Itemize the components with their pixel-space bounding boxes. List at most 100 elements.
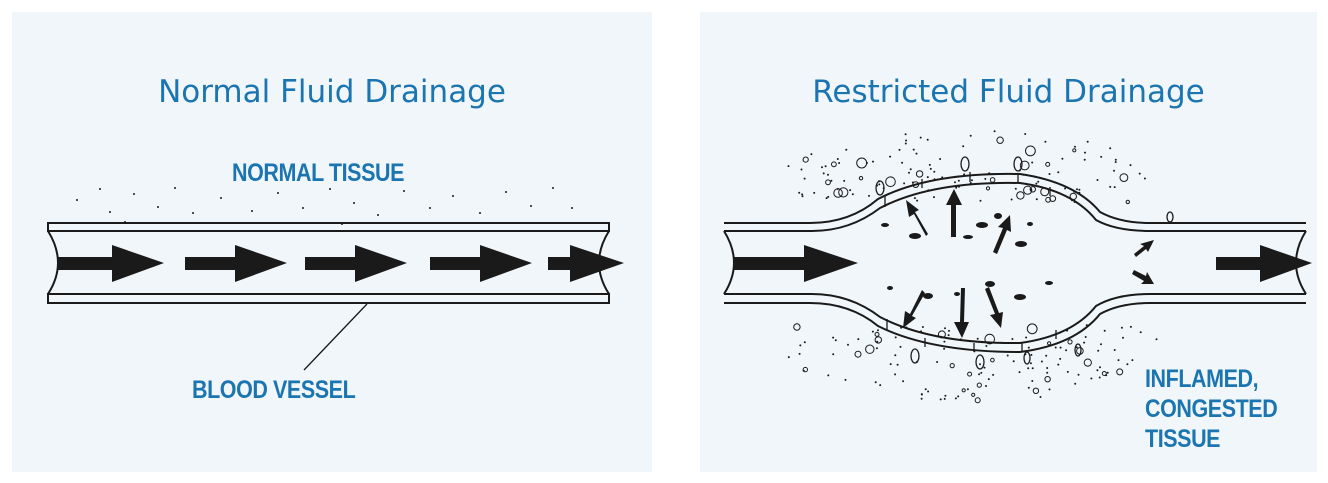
tissue-speck	[984, 178, 986, 180]
tissue-speck	[894, 354, 896, 356]
tissue-speck	[899, 149, 901, 151]
tissue-speck	[1099, 366, 1101, 368]
tissue-speck	[804, 341, 806, 343]
tissue-speck	[1076, 188, 1078, 190]
tissue-speck	[1057, 171, 1059, 173]
fluid-bubble	[875, 337, 881, 343]
tissue-speck	[920, 137, 922, 139]
tissue-speck	[1096, 369, 1098, 371]
tissue-speck	[962, 145, 964, 147]
tissue-speck	[895, 336, 897, 338]
normal-flow-arrows	[58, 245, 624, 282]
tissue-speck	[980, 200, 982, 202]
tissue-speck	[1049, 173, 1051, 175]
tissue-speck	[958, 180, 960, 182]
tissue-speck	[921, 394, 923, 396]
fluid-bubble	[997, 137, 1003, 143]
tissue-speck	[1118, 359, 1120, 361]
tissue-speck	[1028, 387, 1030, 389]
tissue-speck	[799, 353, 801, 355]
tissue-speck	[943, 348, 945, 350]
tissue-speck	[801, 193, 803, 195]
tissue-speck	[813, 192, 815, 194]
fluid-bubble	[972, 393, 975, 396]
tissue-speck	[894, 373, 896, 375]
tissue-speck	[922, 326, 924, 328]
fluid-bubble	[1033, 388, 1038, 393]
fluid-bubble	[916, 171, 922, 177]
tissue-speck	[1130, 326, 1132, 328]
tissue-speck	[1097, 350, 1099, 352]
fluid-bubble	[1027, 324, 1037, 334]
tissue-speck	[1061, 158, 1063, 160]
tissue-speck	[1083, 342, 1085, 344]
restricted-vessel-diagram	[700, 12, 1317, 472]
tissue-speck	[1156, 338, 1158, 340]
tissue-speck	[936, 361, 938, 363]
fluid-bubble	[794, 324, 800, 330]
tissue-speck	[905, 143, 907, 145]
tissue-speck	[910, 168, 912, 170]
fluid-bubble	[990, 178, 995, 183]
tissue-speck	[948, 334, 950, 336]
tissue-speck	[1114, 186, 1116, 188]
tissue-speck	[943, 341, 945, 343]
tissue-speck	[992, 374, 994, 376]
tissue-speck	[939, 158, 941, 160]
tissue-speck	[788, 356, 790, 358]
tissue-speck	[835, 339, 837, 341]
tissue-speck	[897, 364, 899, 366]
tissue-speck	[832, 353, 834, 355]
tissue-speck	[1011, 199, 1013, 201]
fluid-bubble	[1073, 149, 1076, 152]
tissue-speck	[1032, 367, 1034, 369]
tissue-speck	[801, 169, 803, 171]
tissue-speck	[905, 133, 907, 135]
tissue-speck	[877, 329, 879, 331]
tissue-speck	[940, 398, 942, 400]
tissue-speck	[913, 149, 915, 151]
tissue-speck	[948, 330, 950, 332]
tissue-speck	[1130, 164, 1132, 166]
tissue-speck	[878, 183, 880, 185]
tissue-speck	[944, 327, 946, 329]
tissue-speck	[1045, 355, 1047, 357]
tissue-speck	[1090, 378, 1092, 380]
fluid-bubble	[857, 158, 867, 168]
tissue-speck	[1037, 181, 1039, 183]
tissue-speck	[1011, 338, 1013, 340]
tissue-speck	[980, 372, 982, 374]
tissue-speck	[1060, 347, 1062, 349]
fluid-bubble	[1045, 377, 1050, 382]
normal-tissue-dots	[76, 187, 573, 225]
tissue-speck	[957, 395, 959, 397]
tissue-speck	[1126, 363, 1128, 365]
fluid-bubble	[968, 372, 972, 376]
tissue-speck	[876, 347, 878, 349]
tissue-speck	[802, 195, 804, 197]
tissue-speck	[810, 153, 812, 155]
tissue-speck	[804, 178, 806, 180]
tissue-speck	[1115, 159, 1117, 161]
tissue-speck	[1122, 337, 1124, 339]
fluid-bubble	[1120, 174, 1128, 182]
tissue-speck	[970, 135, 972, 137]
leak-droplets	[876, 157, 1173, 369]
tissue-speck	[929, 164, 931, 166]
tissue-speck	[845, 149, 847, 151]
tissue-speck	[1019, 371, 1021, 373]
normal-drainage-panel: Normal Fluid Drainage NORMAL TISSUE BLOO…	[12, 12, 652, 472]
tissue-speck	[979, 363, 981, 365]
tissue-speck	[1121, 327, 1123, 329]
tissue-speck	[1139, 173, 1141, 175]
tissue-speck	[1013, 360, 1015, 362]
tissue-speck	[1030, 354, 1032, 356]
tissue-speck	[1104, 330, 1106, 332]
tissue-speck	[1074, 383, 1076, 385]
flow-arrow	[185, 245, 287, 282]
tissue-speck	[1084, 159, 1086, 161]
flow-arrow	[548, 245, 624, 282]
tissue-speck	[1078, 189, 1080, 191]
flow-arrow	[430, 245, 532, 282]
flow-arrow	[305, 245, 407, 282]
